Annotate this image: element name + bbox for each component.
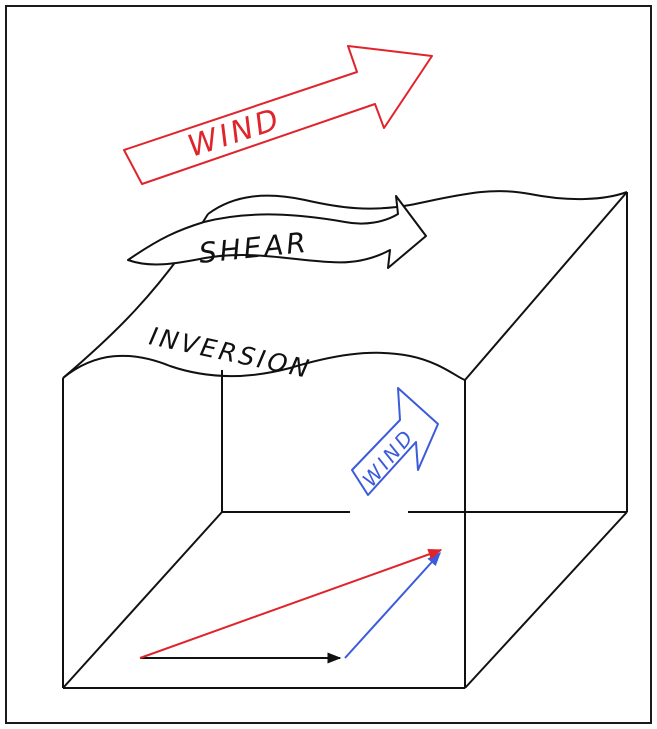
lower-wind-arrow: WIND [351,387,439,496]
inversion-top-front-wave [62,351,466,381]
vector-diagram [139,548,443,664]
shear-arrow: SHEAR [127,195,427,270]
lower-wind-vector [344,551,441,659]
figure-frame [5,5,652,724]
bottom-right-edge [464,511,628,689]
top-right-edge [464,191,628,381]
shear-ribbon-shape [127,195,427,269]
upper-wind-arrow-shape [123,45,433,185]
upper-wind-vector [139,548,443,659]
upper-wind-arrow: WIND [123,45,433,185]
inversion-top-back-wave [207,190,628,215]
inversion-label: INVERSION [147,322,314,385]
lower-wind-arrow-shape [351,387,439,496]
box-outline [62,190,628,689]
upper-wind-label: WIND [184,102,286,165]
bottom-left-edge [62,511,223,689]
